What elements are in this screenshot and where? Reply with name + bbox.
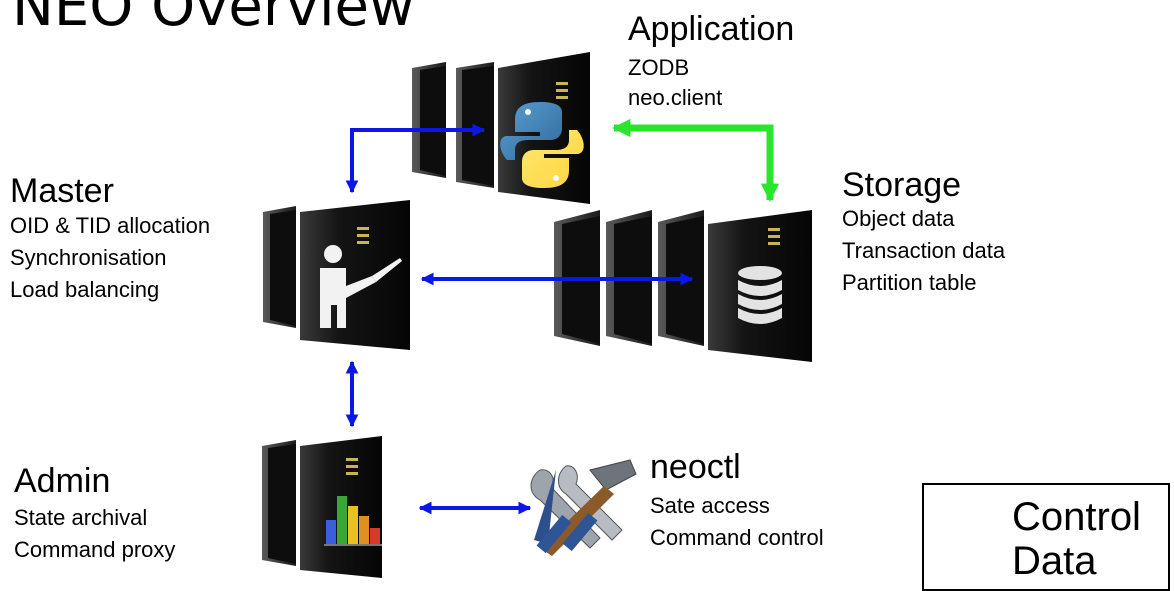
application-detail-1: ZODB: [628, 55, 690, 80]
master-detail-3: Load balancing: [10, 277, 160, 302]
storage-detail-1: Object data: [842, 206, 955, 231]
python-logo-icon: [500, 102, 584, 188]
master-detail-2: Synchronisation: [10, 245, 167, 270]
admin-server: [262, 436, 382, 578]
presenter-icon: [320, 245, 402, 328]
neoctl-detail-1: Sate access: [650, 493, 770, 518]
admin-detail-1: State archival: [14, 505, 148, 530]
neoctl-detail-2: Command control: [650, 525, 824, 550]
legend-data-label: Data: [1012, 539, 1097, 583]
application-detail-2: neo.client: [628, 85, 723, 110]
storage-detail-3: Partition table: [842, 270, 977, 295]
storage-label: Storage: [842, 166, 962, 204]
neoctl-label: neoctl: [650, 448, 741, 486]
admin-detail-2: Command proxy: [14, 537, 176, 562]
page-title: NEO Overview: [12, 0, 415, 39]
tools-icon: [530, 459, 637, 556]
arrow-master-application: [345, 123, 486, 194]
legend-control-label: Control: [1012, 495, 1141, 539]
application-label: Application: [628, 10, 795, 48]
bar-chart-icon: [324, 496, 382, 546]
master-detail-1: OID & TID allocation: [10, 213, 211, 238]
database-icon: [738, 266, 782, 324]
master-label: Master: [10, 172, 114, 210]
control-arrows: [345, 123, 694, 515]
admin-label: Admin: [14, 462, 111, 500]
arrow-application-storage: [612, 118, 780, 202]
storage-detail-2: Transaction data: [842, 238, 1006, 263]
legend: Control Data: [922, 483, 1170, 591]
